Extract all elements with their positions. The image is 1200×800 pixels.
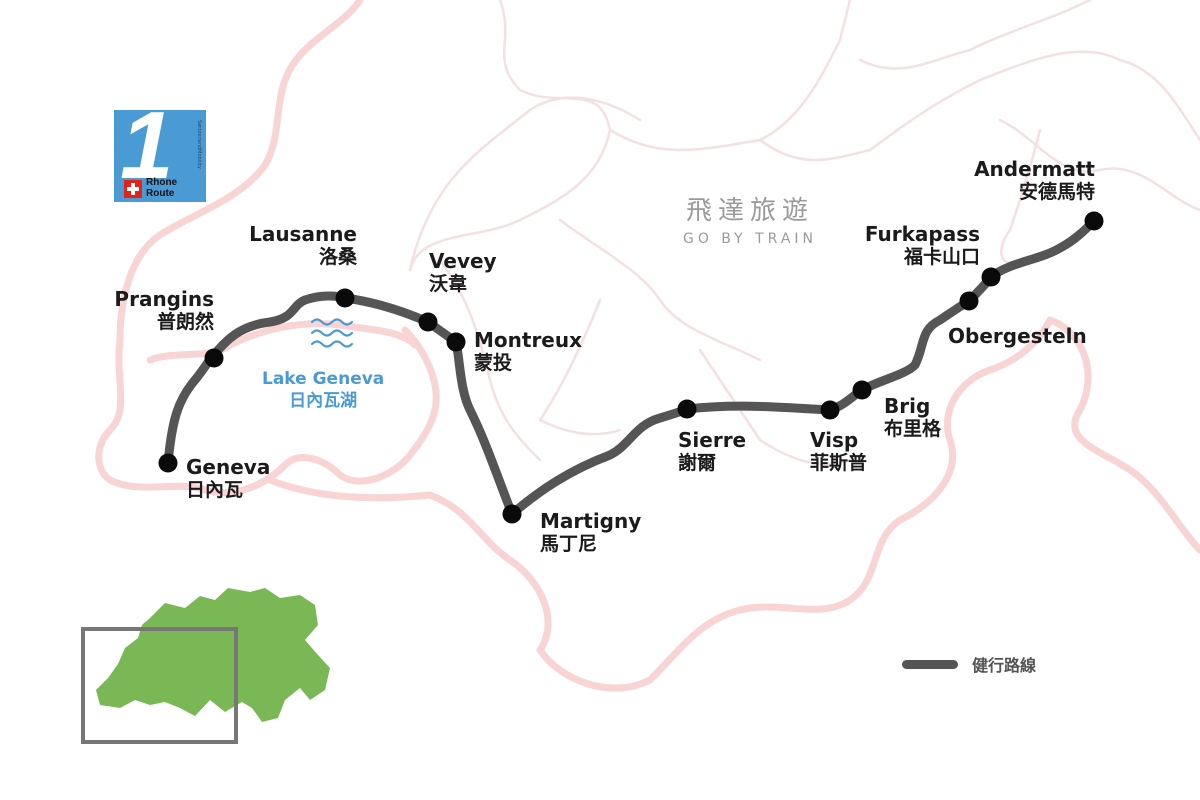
map-legend: 健行路線 xyxy=(902,652,1036,676)
station-label-andermatt[interactable]: Andermatt 安德馬特 xyxy=(974,157,1095,203)
station-label-prangins[interactable]: Prangins 普朗然 xyxy=(114,287,214,333)
legend-route-label: 健行路線 xyxy=(972,656,1037,675)
route-number: 1 xyxy=(120,110,174,199)
station-label-montreux[interactable]: Montreux 蒙投 xyxy=(474,328,583,374)
station-label-brig[interactable]: Brig 布里格 xyxy=(884,394,942,440)
station-dot-obergesteln[interactable] xyxy=(959,291,979,311)
station-label-sierre[interactable]: Sierre 謝爾 xyxy=(678,428,747,474)
lake-wave-icon xyxy=(310,318,354,348)
station-dot-prangins[interactable] xyxy=(204,348,224,368)
rhone-route-badge: 1 SwitzerlandMobility Rhone Route xyxy=(114,110,206,202)
legend-route-swatch xyxy=(902,659,958,669)
brand-name-en: GO BY TRAIN xyxy=(682,231,818,247)
switzerland-inset xyxy=(81,588,330,744)
station-dot-andermatt[interactable] xyxy=(1084,211,1104,231)
inset-frame xyxy=(81,627,238,744)
brand-name-zh: 飛達旅遊 xyxy=(685,196,814,226)
station-label-vevey[interactable]: Vevey 沃韋 xyxy=(429,249,497,295)
national-borders xyxy=(95,0,1200,692)
station-dot-vevey[interactable] xyxy=(418,312,438,332)
station-dot-furkapass[interactable] xyxy=(981,267,1001,287)
badge-small-text: SwitzerlandMobility xyxy=(196,120,202,169)
switzerland-silhouette xyxy=(96,588,330,722)
station-dot-brig[interactable] xyxy=(852,380,872,400)
station-label-lausanne[interactable]: Lausanne 洛桑 xyxy=(249,222,357,268)
lake-geneva-label: Lake Geneva 日內瓦湖 xyxy=(262,369,385,412)
station-dot-geneva[interactable] xyxy=(158,453,178,473)
station-label-visp[interactable]: Visp 菲斯普 xyxy=(810,428,868,474)
station-dot-martigny[interactable] xyxy=(502,504,522,524)
badge-route-name: Rhone Route xyxy=(146,177,178,199)
station-label-furkapass[interactable]: Furkapass 福卡山口 xyxy=(864,222,980,268)
regional-borders xyxy=(408,0,1200,466)
station-label-geneva[interactable]: Geneva 日內瓦 xyxy=(186,455,271,501)
station-dots xyxy=(158,211,1104,524)
station-dot-visp[interactable] xyxy=(820,400,840,420)
station-label-martigny[interactable]: Martigny 馬丁尼 xyxy=(540,509,642,555)
station-dot-sierre[interactable] xyxy=(677,399,697,419)
brand-watermark: 飛達旅遊 GO BY TRAIN xyxy=(680,190,820,247)
station-dot-lausanne[interactable] xyxy=(335,288,355,308)
station-label-obergesteln[interactable]: Obergesteln xyxy=(948,324,1087,348)
station-dot-montreux[interactable] xyxy=(446,332,466,352)
swiss-cross-icon xyxy=(124,180,142,198)
